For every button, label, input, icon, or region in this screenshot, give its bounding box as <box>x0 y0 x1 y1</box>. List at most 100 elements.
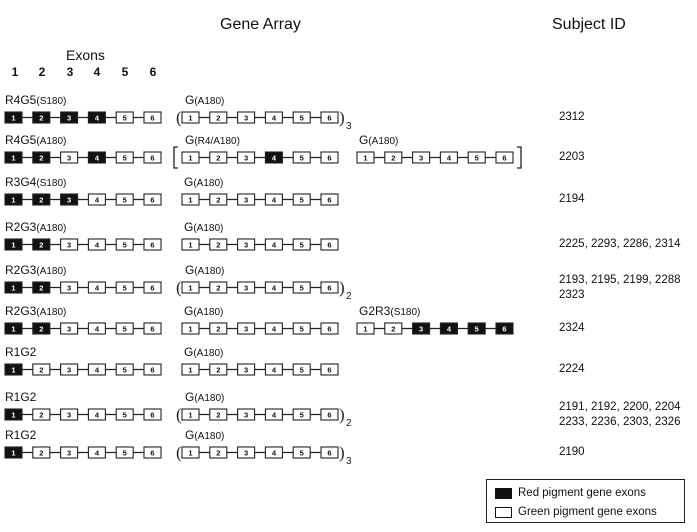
row-9-gene-2-open-paren: ( <box>176 443 182 462</box>
row-1-gene-1-exon-5 <box>115 111 134 124</box>
row-3-gene-2-label-name: G <box>184 175 194 189</box>
row-7-gene-1-exon-2-number: 2 <box>39 366 43 375</box>
row-1-gene-1-exon-2-number: 2 <box>39 114 43 123</box>
row-2-gene-2-exon-6 <box>320 151 339 164</box>
exon-number-2: 2 <box>38 65 46 79</box>
row-6-gene-3-exon-5 <box>467 322 486 335</box>
row-3-gene-1-exon-6-number: 6 <box>150 196 154 205</box>
row-9-gene-1-exon-4 <box>87 446 106 459</box>
row-2-gene-1-exon-4 <box>87 151 106 164</box>
row-1-gene-2-exon-6 <box>320 111 339 124</box>
row-7-gene-1-exon-5-number: 5 <box>123 366 127 375</box>
row-3-gene-1-exon-4 <box>87 193 106 206</box>
row-4-gene-2-exon-5-number: 5 <box>300 241 304 250</box>
row-9-subject-id-1: 2190 <box>559 446 585 458</box>
row-3-gene-2-exon-6 <box>320 193 339 206</box>
row-2-gene-3-exon-5-number: 5 <box>475 154 479 163</box>
row-6-gene-3-exon-3-number: 3 <box>419 325 423 334</box>
row-7-gene-2-exon-5 <box>292 363 311 376</box>
exons-heading: Exons <box>66 47 105 63</box>
row-1-gene-2-exon-6-number: 6 <box>327 114 331 123</box>
row-1-gene-1-exon-6 <box>143 111 162 124</box>
row-2-gene-1-exon-6 <box>143 151 162 164</box>
row-3-gene-2-exon-1-number: 1 <box>188 196 192 205</box>
row-9-gene-2-exon-3-number: 3 <box>244 449 248 458</box>
row-2-gene-3-label-variant: (A180) <box>368 136 399 147</box>
legend-red-swatch <box>495 487 512 499</box>
row-9-gene-1-exon-6-number: 6 <box>150 449 154 458</box>
row-9-gene-2-exon-6-number: 6 <box>327 449 331 458</box>
row-6-gene-1-exon-4 <box>87 322 106 335</box>
row-3-gene-2-exon-3-number: 3 <box>244 196 248 205</box>
row-8-gene-2-exon-4-number: 4 <box>272 411 277 420</box>
row-6-gene-2-exon-4 <box>264 322 283 335</box>
row-1-gene-2-exon-2 <box>209 111 228 124</box>
exon-number-6: 6 <box>149 65 157 79</box>
row-5-gene-1-exon-6 <box>143 281 162 294</box>
row-7-gene-2-exon-4 <box>264 363 283 376</box>
row-1-array-label-name: R4G5 <box>5 93 37 107</box>
row-6-gene-2-exon-5-number: 5 <box>300 325 304 334</box>
row-8-gene-1-exon-2-number: 2 <box>39 411 43 420</box>
row-9-gene-2-exon-1 <box>181 446 200 459</box>
row-2-gene-2-label: G(R4/A180) <box>185 133 240 149</box>
row-2-gene-2-exon-3 <box>237 151 256 164</box>
row-5-gene-2-exon-5-number: 5 <box>300 284 304 293</box>
row-1-gene-2-label-variant: (A180) <box>194 96 225 107</box>
row-5-gene-2-close-paren: ) <box>339 278 345 297</box>
row-4-gene-2-label: G(A180) <box>184 220 223 236</box>
row-6-array-label-name: R2G3 <box>5 304 37 318</box>
row-5-array-label-variant: (A180) <box>36 266 67 277</box>
row-2-gene-1-exon-1-number: 1 <box>11 154 15 163</box>
row-6-gene-2-exon-5 <box>292 322 311 335</box>
row-8-gene-2-exon-3-number: 3 <box>244 411 248 420</box>
row-8-gene-2-label-variant: (A180) <box>194 393 225 404</box>
row-4-gene-1-exon-1-number: 1 <box>11 241 15 250</box>
row-5-array-label-name: R2G3 <box>5 263 37 277</box>
row-6-gene-3-exon-1 <box>356 322 375 335</box>
row-9-gene-1-exon-3 <box>60 446 79 459</box>
row-4-gene-2-exon-5 <box>292 238 311 251</box>
row-6-gene-3-exon-6-number: 6 <box>502 325 506 334</box>
row-9-gene-2-exon-4-number: 4 <box>272 449 277 458</box>
row-7-gene-1-exon-6 <box>143 363 162 376</box>
row-5-gene-1-exon-2-number: 2 <box>39 284 43 293</box>
exon-number-4: 4 <box>93 65 101 79</box>
row-7-gene-1-exon-3 <box>60 363 79 376</box>
legend-green-swatch <box>495 506 512 518</box>
row-9-gene-2-exon-2 <box>209 446 228 459</box>
row-5-gene-2-exon-6 <box>320 281 339 294</box>
row-4-gene-1-exon-5 <box>115 238 134 251</box>
row-8-gene-2-exon-2 <box>209 408 228 421</box>
row-1-gene-2-label: G(A180) <box>185 93 224 109</box>
exon-number-5: 5 <box>121 65 129 79</box>
row-3-gene-2-exon-5 <box>292 193 311 206</box>
row-1-gene-1-exon-2 <box>32 111 51 124</box>
row-3-gene-2-label: G(A180) <box>184 175 223 191</box>
row-4-gene-2-label-variant: (A180) <box>193 223 224 234</box>
row-6-gene-2-exon-6 <box>320 322 339 335</box>
row-7-gene-2-exon-1 <box>181 363 200 376</box>
row-5-gene-2-exon-4 <box>264 281 283 294</box>
row-8-gene-2-exon-3 <box>237 408 256 421</box>
row-7-gene-2-label-variant: (A180) <box>193 348 224 359</box>
row-6-gene-1-exon-4-number: 4 <box>95 325 100 334</box>
row-1-gene-2-exon-1-number: 1 <box>188 114 192 123</box>
row-3-gene-2-exon-1 <box>181 193 200 206</box>
row-6-gene-2-label: G(A180) <box>184 304 223 320</box>
row-9-gene-1-exon-5 <box>115 446 134 459</box>
row-2-gene-2-exon-4-number: 4 <box>272 154 277 163</box>
row-2-gene-2-exon-6-number: 6 <box>327 154 331 163</box>
row-4-gene-1-exon-2 <box>32 238 51 251</box>
row-6-gene-3-label-name: G2R3 <box>359 304 391 318</box>
row-8-gene-1-exon-6-number: 6 <box>150 411 154 420</box>
row-5-gene-2-label: G(A180) <box>185 263 224 279</box>
row-3-gene-2-exon-4-number: 4 <box>272 196 277 205</box>
row-2-gene-2-exon-5 <box>292 151 311 164</box>
row-2-array-label: R4G5(A180) <box>5 133 66 149</box>
row-2-gene-1-exon-4-number: 4 <box>95 154 100 163</box>
row-7-gene-2-exon-2-number: 2 <box>216 366 220 375</box>
row-1-gene-1-exon-4 <box>87 111 106 124</box>
row-8-gene-2-open-paren: ( <box>176 405 182 424</box>
